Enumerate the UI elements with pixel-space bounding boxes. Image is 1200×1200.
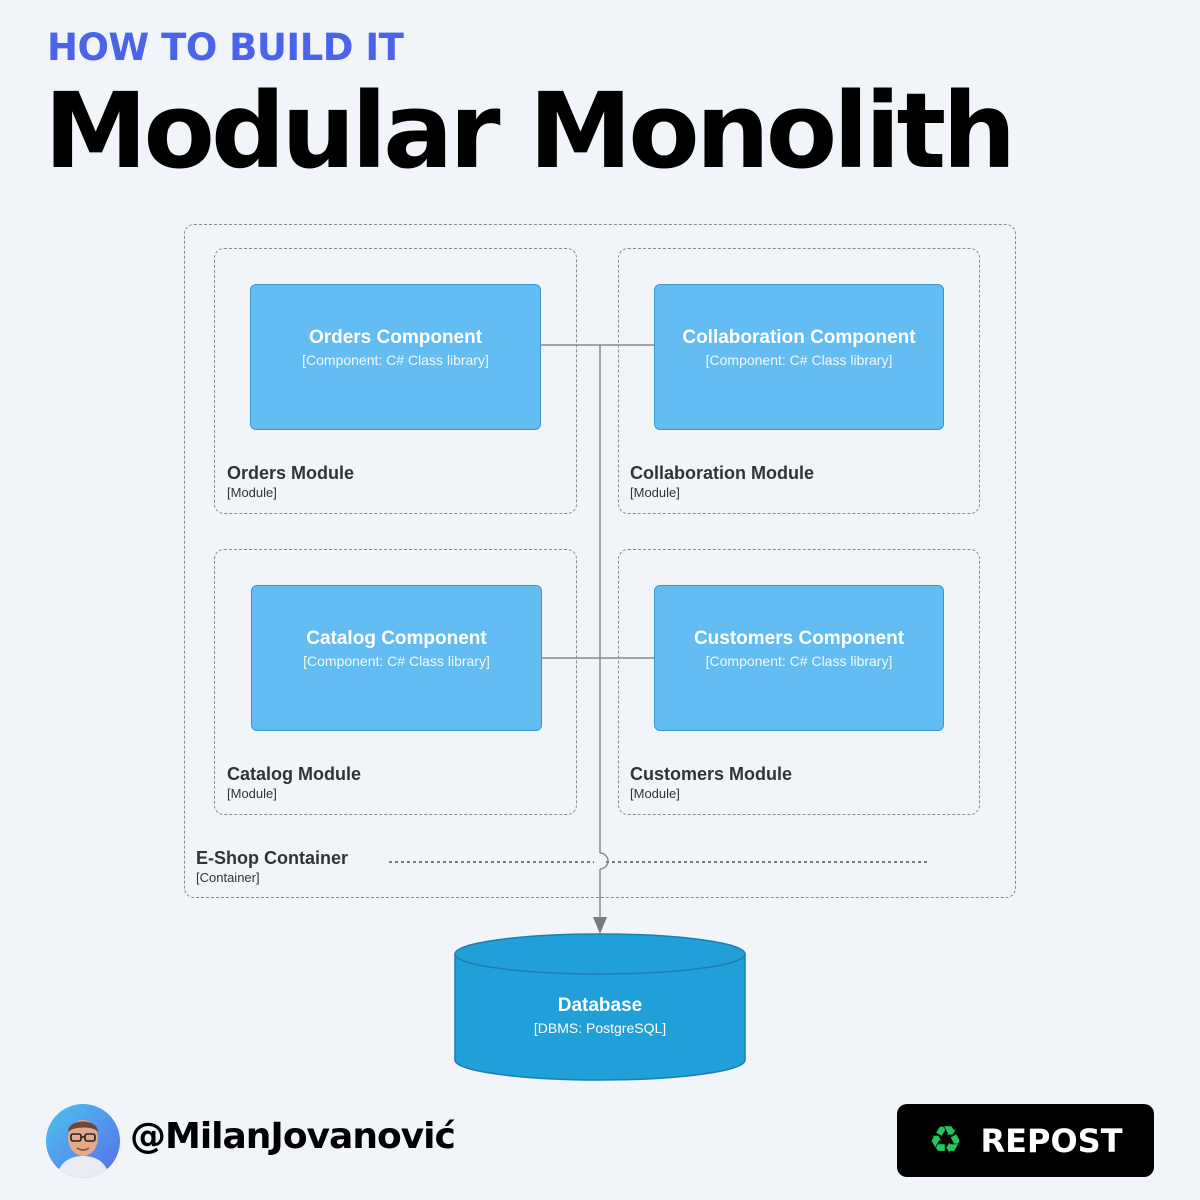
author-handle[interactable]: @MilanJovanović — [130, 1116, 456, 1157]
line-hop — [599, 852, 609, 870]
repost-label: REPOST — [980, 1121, 1123, 1160]
page-title: Modular Monolith — [44, 70, 1016, 192]
catalog-component-name: Catalog Component — [306, 628, 487, 649]
customers-module-name: Customers Module — [630, 764, 793, 784]
customers-module-tag: [Module] — [630, 786, 680, 801]
customers-component: Customers Component [Component: C# Class… — [654, 585, 944, 731]
catalog-module-tag: [Module] — [227, 786, 277, 801]
database-label: Database [DBMS: PostgreSQL] — [455, 995, 745, 1036]
recycle-icon: ♻ — [928, 1119, 963, 1162]
orders-module-tag: [Module] — [227, 485, 277, 500]
orders-component: Orders Component [Component: C# Class li… — [250, 284, 541, 430]
repost-button[interactable]: ♻ REPOST — [897, 1104, 1154, 1177]
catalog-module-name: Catalog Module — [227, 764, 361, 784]
collaboration-module-name: Collaboration Module — [630, 463, 814, 483]
collaboration-component: Collaboration Component [Component: C# C… — [654, 284, 944, 430]
database-cylinder — [454, 933, 746, 1081]
arrowhead-icon — [593, 917, 607, 934]
collaboration-component-name: Collaboration Component — [682, 327, 916, 348]
avatar — [46, 1104, 120, 1178]
catalog-module-boundary — [214, 549, 577, 815]
container-tag: [Container] — [196, 870, 260, 885]
catalog-component-tech: [Component: C# Class library] — [303, 653, 490, 669]
database-name: Database — [557, 995, 643, 1016]
database-tech: [DBMS: PostgreSQL] — [533, 1020, 667, 1036]
collaboration-module-tag: [Module] — [630, 485, 680, 500]
container-name: E-Shop Container — [196, 848, 348, 868]
collaboration-module-boundary — [618, 248, 980, 514]
customers-module-boundary — [618, 549, 980, 815]
catalog-component: Catalog Component [Component: C# Class l… — [251, 585, 542, 731]
collaboration-component-tech: [Component: C# Class library] — [705, 352, 893, 368]
orders-module-name: Orders Module — [227, 463, 355, 483]
eyebrow-heading: HOW TO BUILD IT — [47, 26, 404, 69]
orders-component-tech: [Component: C# Class library] — [302, 352, 489, 368]
orders-component-name: Orders Component — [308, 327, 483, 348]
orders-module-boundary — [214, 248, 577, 514]
customers-component-name: Customers Component — [693, 628, 905, 649]
customers-component-tech: [Component: C# Class library] — [705, 653, 893, 669]
